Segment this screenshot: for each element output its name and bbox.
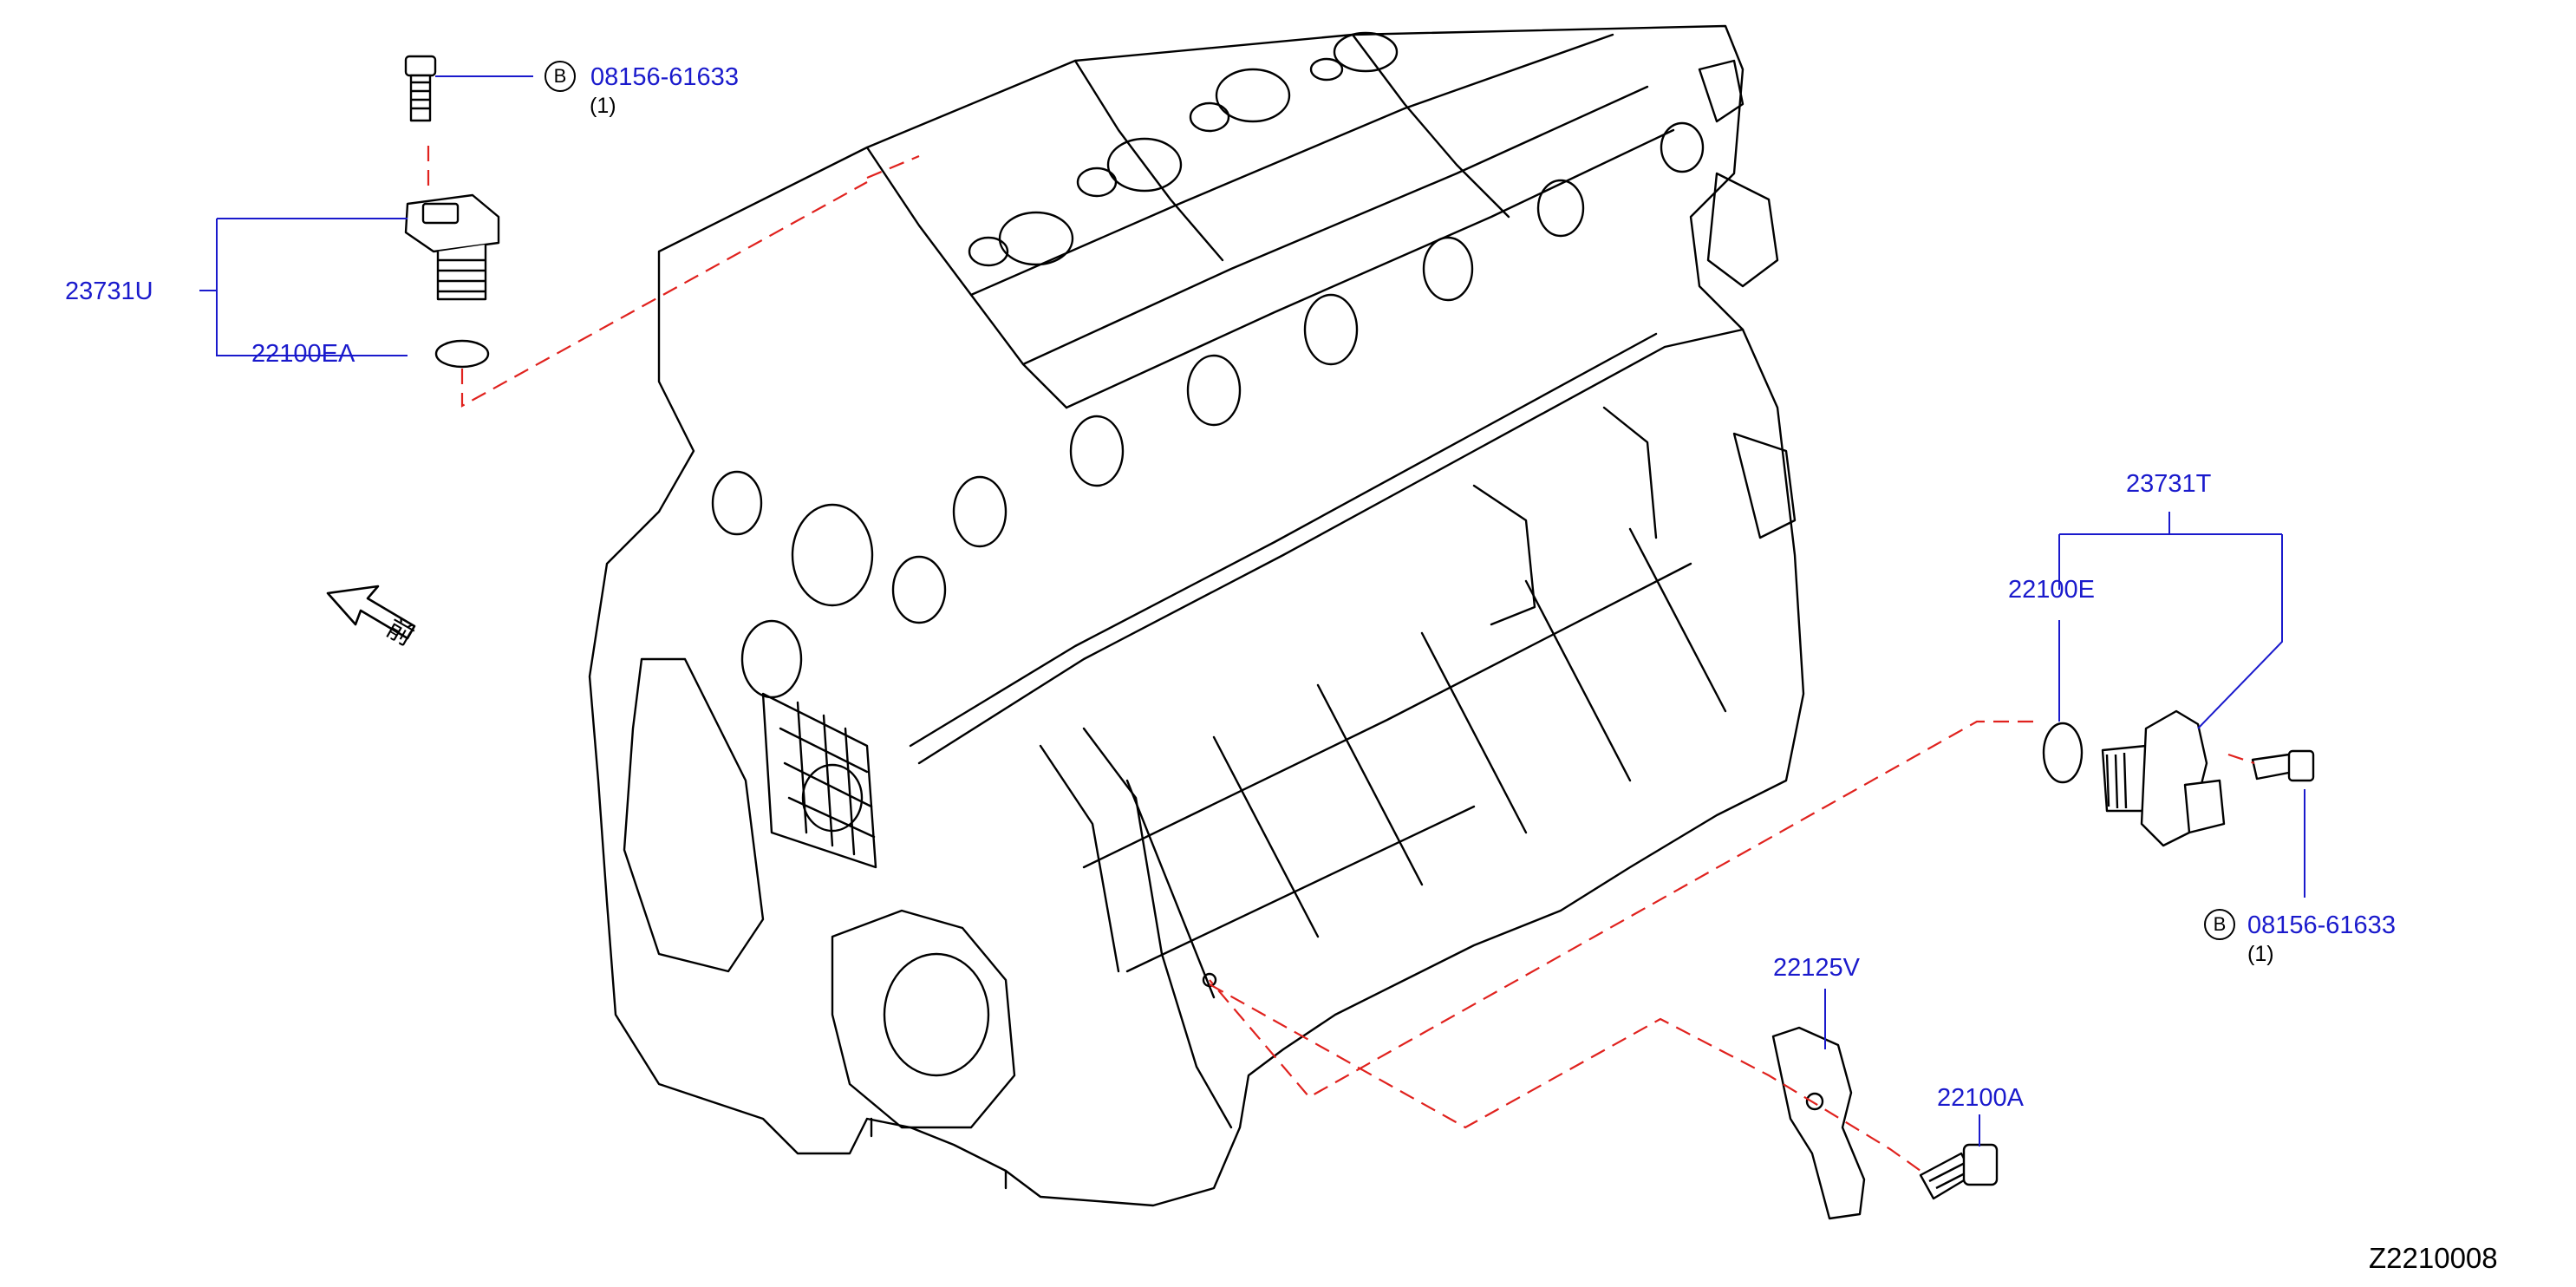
o-ring-left-part-number[interactable]: 22100EA <box>251 340 355 368</box>
left-sensor-assembly <box>404 55 500 369</box>
bracket-bolt-part-number[interactable]: 22100A <box>1937 1084 2024 1112</box>
o-ring-right-part-number[interactable]: 22100E <box>2008 576 2095 604</box>
bracket-assembly <box>1771 1026 1999 1220</box>
cam-sensor-right-part-number[interactable]: 23731T <box>2126 470 2212 498</box>
bracket-part-number[interactable]: 22125V <box>1773 954 1860 982</box>
figure-reference-code: Z2210008 <box>2369 1242 2498 1274</box>
bolt-left-part-number[interactable]: 08156-61633 <box>590 63 739 91</box>
installation-dash-lines <box>427 146 2255 1172</box>
bolt-right-part-number[interactable]: 08156-61633 <box>2247 911 2396 939</box>
engine-block-drawing <box>588 24 1805 1207</box>
leader-lines <box>199 75 2305 1147</box>
bolt-left-quantity: (1) <box>590 94 616 118</box>
cam-sensor-left-part-number[interactable]: 23731U <box>65 278 153 305</box>
bolt-right-marker: B <box>2204 909 2235 940</box>
bolt-right-quantity: (1) <box>2247 942 2274 966</box>
front-arrow-icon <box>326 585 416 640</box>
bolt-left-marker: B <box>545 61 576 92</box>
right-sensor-assembly <box>2042 709 2315 847</box>
